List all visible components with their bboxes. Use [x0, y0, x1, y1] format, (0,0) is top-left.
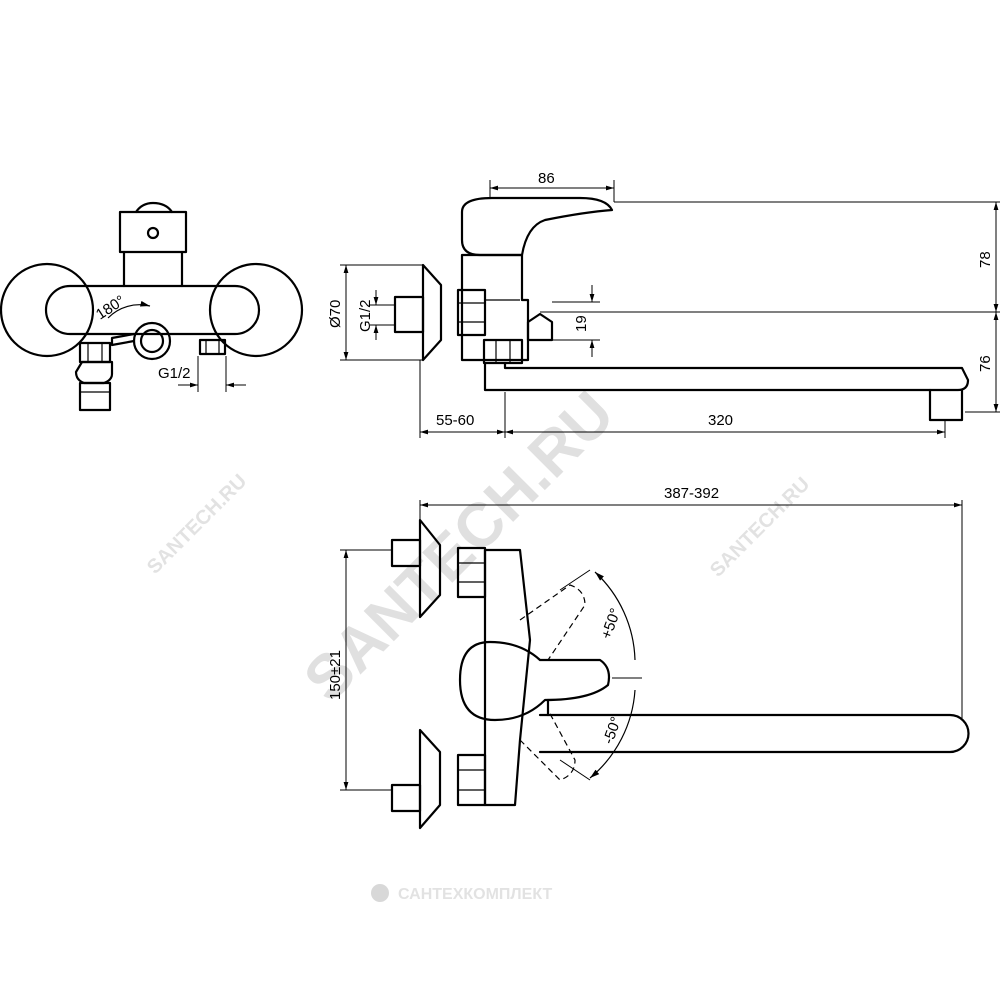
dim-top-minus50: -50°	[600, 715, 625, 747]
dim-side-320: 320	[708, 412, 733, 429]
dim-side-76: 76	[977, 355, 994, 372]
dim-front-g12: G1/2	[158, 365, 191, 382]
watermark-right: SANTECH.RU	[706, 473, 814, 581]
watermark-left: SANTECH.RU	[143, 470, 251, 578]
dim-side-g12: G1/2	[357, 299, 374, 332]
dim-side-55-60: 55-60	[436, 412, 474, 429]
watermark-footer: САНТЕХКОМПЛЕКТ	[371, 884, 552, 903]
front-view: G1/2 180°	[0, 201, 304, 412]
dim-side-78: 78	[977, 251, 994, 268]
watermark-footer-text: САНТЕХКОМПЛЕКТ	[398, 886, 552, 903]
dim-side-diameter: Ø70	[327, 300, 344, 328]
dim-top-150: 150±21	[327, 650, 344, 700]
dim-front-rotation: 180°	[93, 292, 128, 323]
dim-side-19: 19	[573, 315, 590, 332]
side-view: 86 78 76 19 Ø70 G1/2 55-60 320	[327, 170, 1000, 438]
top-view: 387-392 150±21 +50° -50°	[327, 485, 970, 830]
dim-top-387-392: 387-392	[664, 485, 719, 502]
dim-top-plus50: +50°	[598, 606, 625, 641]
dim-side-86: 86	[538, 170, 555, 187]
